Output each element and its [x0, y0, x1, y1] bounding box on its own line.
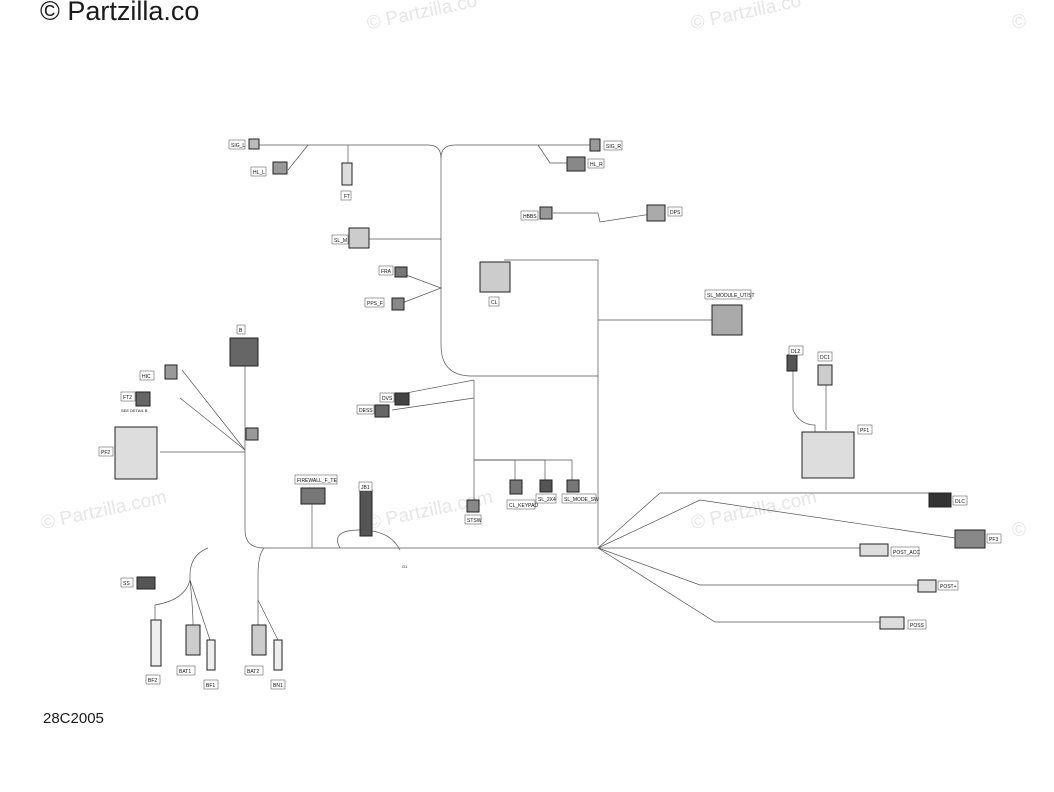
- label-dlc: DLC: [955, 499, 965, 505]
- label-cl-keypad: CL_KEYPAD: [509, 503, 538, 509]
- watermark-faint: ©: [1012, 520, 1026, 541]
- label-dc1: DC1: [820, 355, 830, 361]
- label-b: B: [239, 328, 243, 334]
- label-pps-f: PPS_F: [367, 301, 383, 307]
- label-sig-l: SIG_L: [231, 143, 245, 149]
- watermark-main: © Partzilla.co: [40, 0, 200, 26]
- label-firewall: FIREWALL_F_TE: [297, 478, 337, 484]
- label-bn1: BN1: [273, 683, 283, 689]
- label-pf1: PF1: [860, 428, 869, 434]
- label-jb1: JB1: [361, 485, 370, 491]
- label-poss: POSS: [910, 623, 925, 629]
- label-sig-r: SIG_R: [606, 144, 621, 150]
- label-ss: SS: [123, 581, 130, 587]
- label-bat1: BAT1: [179, 669, 191, 675]
- label-g1: G1: [402, 564, 408, 569]
- label-dl2: DL2: [791, 349, 800, 355]
- label-sl-2x4: SL_2X4: [538, 497, 556, 503]
- label-dps: DPS: [670, 210, 681, 216]
- label-cl: CL: [491, 300, 498, 306]
- label-stsw: STSW: [467, 518, 482, 524]
- label-post-acc: POST_ACC: [893, 550, 920, 556]
- label-bf2: BF2: [148, 678, 157, 684]
- label-pf2: PF2: [101, 450, 110, 456]
- label-dess: DESS: [359, 408, 373, 414]
- label-see-detail: SEE DETAIL B: [121, 408, 148, 413]
- diagram-code: 28C2005: [43, 710, 104, 727]
- label-fra: FRA: [381, 269, 392, 275]
- label-bf1: BF1: [206, 683, 215, 689]
- label-post-plus: POST+: [940, 584, 957, 590]
- label-bat2: BAT2: [247, 669, 259, 675]
- watermark-faint: ©: [1012, 12, 1026, 33]
- label-hic: HIC: [142, 374, 151, 380]
- label-sl-mode-sw: SL_MODE_SW: [564, 497, 599, 503]
- label-pf3: PF3: [989, 537, 998, 543]
- label-ft: FT: [344, 194, 350, 200]
- label-hl-r: HL_R: [590, 162, 603, 168]
- label-hl-l: HL_L: [253, 170, 265, 176]
- label-sl-module: SL_MODULE_UT/ST: [707, 293, 755, 299]
- label-sl-m: SL_M: [334, 238, 347, 244]
- label-ft2: FT2: [123, 395, 132, 401]
- label-dvs: DVS: [382, 396, 393, 402]
- label-hbbs: HBBS: [523, 214, 537, 220]
